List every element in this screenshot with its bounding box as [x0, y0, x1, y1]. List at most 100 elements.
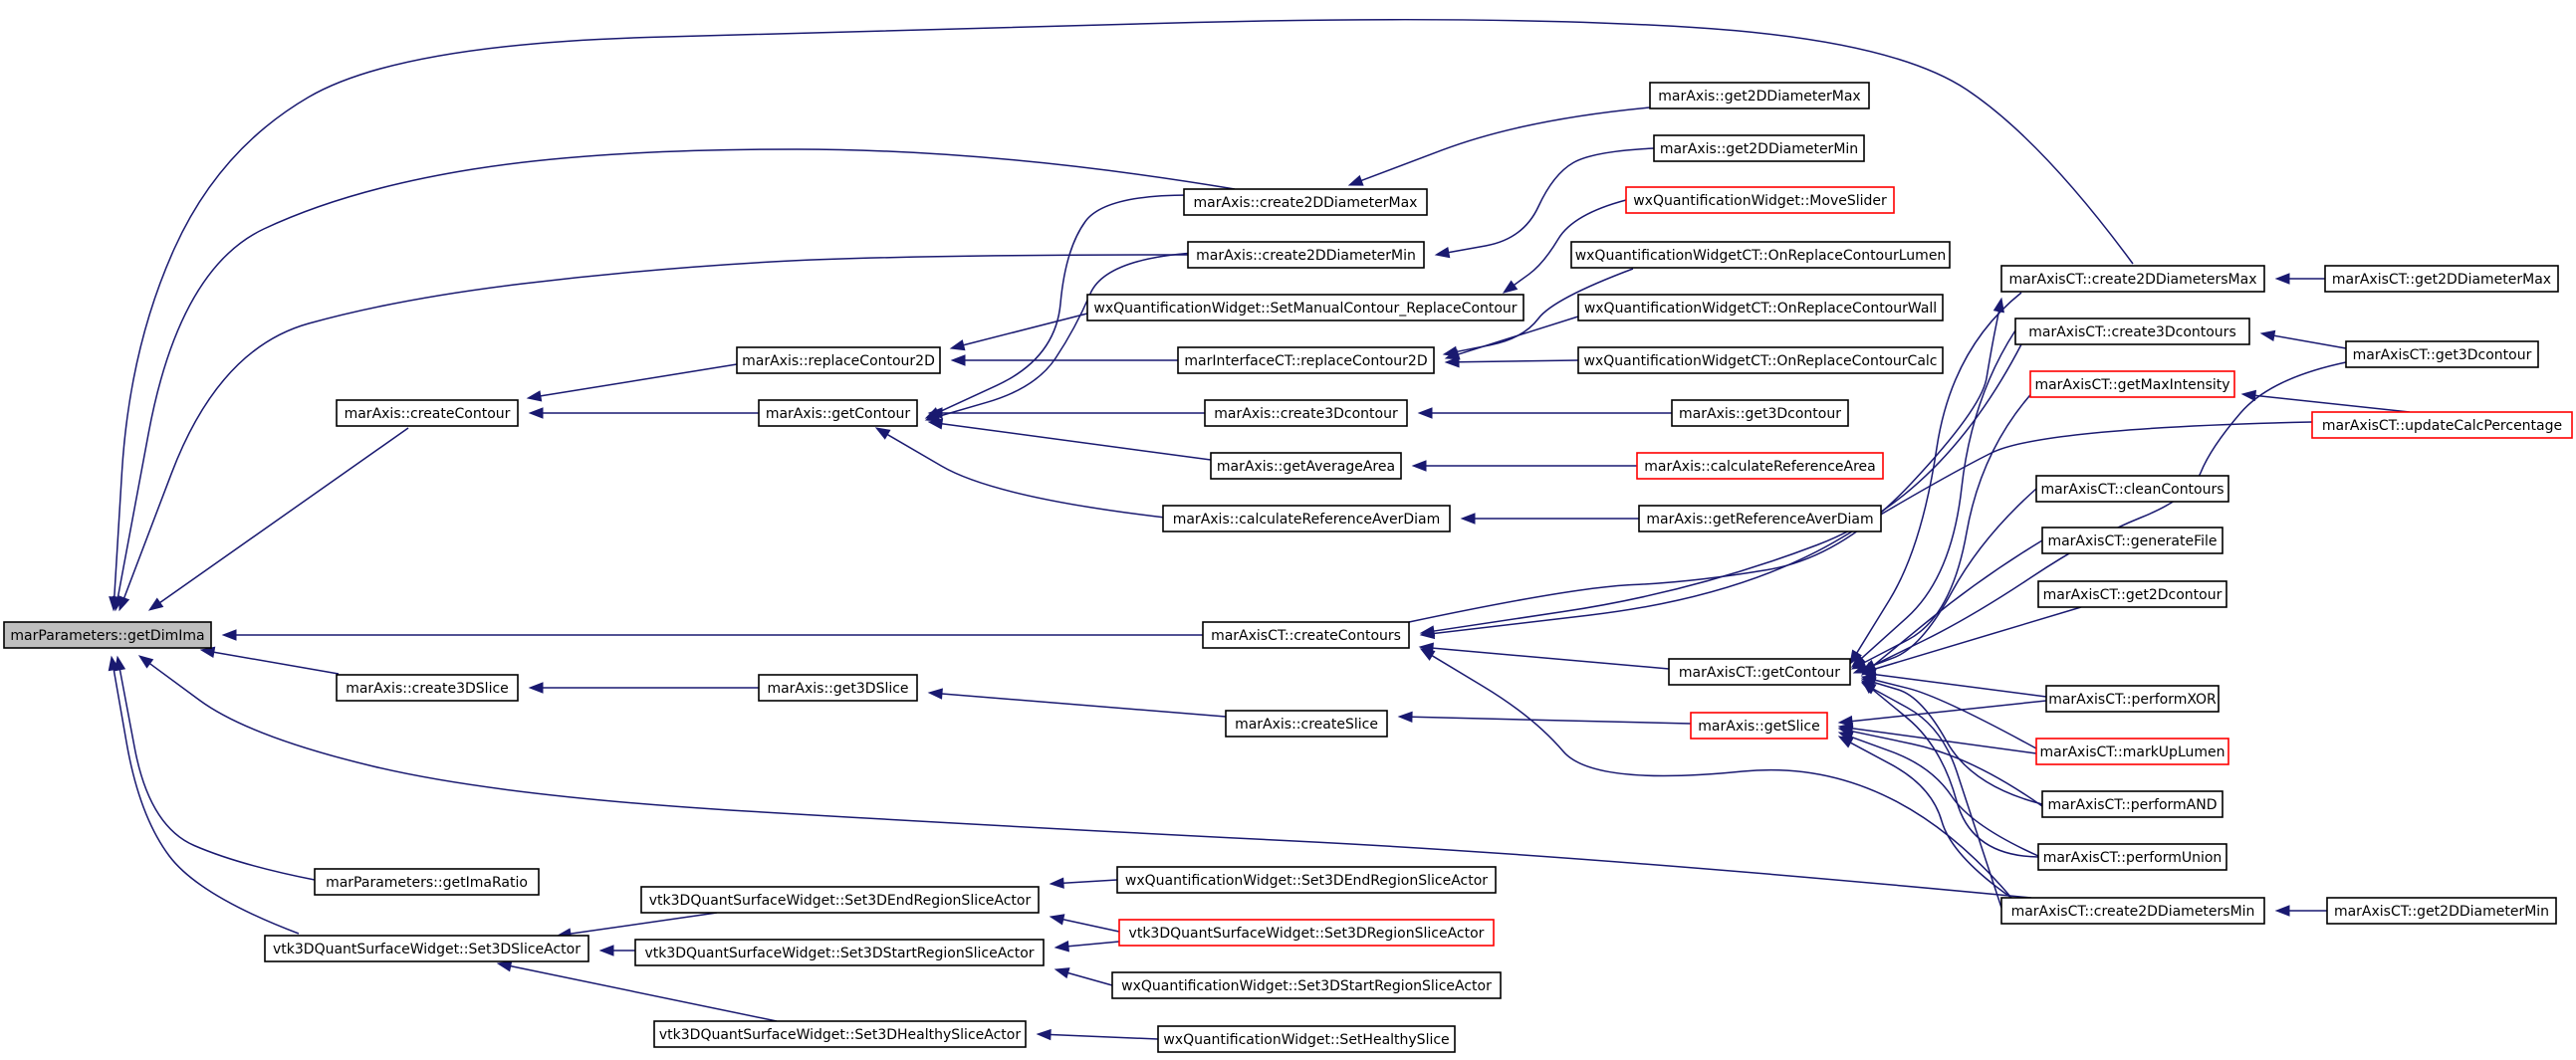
node-ctGet2Dcontour[interactable]: marAxisCT::get2Dcontour: [2037, 580, 2227, 608]
edge-line: [1062, 879, 1118, 884]
node-create3Dcontour[interactable]: marAxis::create3Dcontour: [1204, 399, 1408, 427]
node-label: wxQuantificationWidgetCT::OnReplaceConto…: [1583, 353, 1937, 369]
call-edge-ctCreate2DMin-to-axisCTcreateContours: [1419, 648, 2012, 899]
node-ctPerformUnion[interactable]: marAxisCT::performUnion: [2037, 843, 2227, 871]
node-setManualContour[interactable]: wxQuantificationWidget::SetManualContour…: [1086, 294, 1524, 321]
node-ctGetMaxIntensity[interactable]: marAxisCT::getMaxIntensity: [2029, 370, 2235, 398]
node-label: marAxis::createSlice: [1235, 717, 1378, 733]
node-getSlice[interactable]: marAxis::getSlice: [1690, 712, 1828, 740]
node-set3DHealthy[interactable]: vtk3DQuantSurfaceWidget::Set3DHealthySli…: [653, 1020, 1027, 1048]
node-axisCTgetContour[interactable]: marAxisCT::getContour: [1668, 658, 1851, 686]
node-create2DDiameterMax[interactable]: marAxis::create2DDiameterMax: [1183, 188, 1428, 216]
node-moveSlider[interactable]: wxQuantificationWidget::MoveSlider: [1625, 186, 1895, 214]
call-edge-create2DDiameterMin-to-getContour: [924, 252, 1196, 422]
arrowhead: [2240, 389, 2257, 402]
node-ctGet2DMax[interactable]: marAxisCT::get2DDiameterMax: [2324, 265, 2559, 293]
edge-line: [1432, 647, 1670, 670]
node-get3DSlice[interactable]: marAxis::get3DSlice: [758, 674, 918, 702]
node-axisCTcreateContours[interactable]: marAxisCT::createContours: [1202, 621, 1410, 649]
node-createSlice[interactable]: marAxis::createSlice: [1225, 710, 1388, 738]
edge-line: [1856, 292, 2022, 654]
node-box: [2029, 370, 2235, 398]
arrowhead: [1860, 682, 1877, 695]
node-ctCreate3Dcontours[interactable]: marAxisCT::create3Dcontours: [2014, 318, 2250, 345]
node-getAverageArea[interactable]: marAxis::getAverageArea: [1210, 452, 1402, 480]
node-ctCleanContours[interactable]: marAxisCT::cleanContours: [2035, 475, 2229, 503]
node-ctPerformAND[interactable]: marAxisCT::performAND: [2041, 790, 2224, 818]
call-edge-set3DHealthy-to-set3DSliceActor: [496, 960, 778, 1022]
call-edge-moveSlider-to-setManualContour: [1502, 199, 1627, 294]
node-calcRefArea[interactable]: marAxis::calculateReferenceArea: [1636, 452, 1884, 480]
node-create3DSlice[interactable]: marAxis::create3DSlice: [336, 674, 519, 702]
node-wxSet3DStart[interactable]: wxQuantificationWidget::Set3DStartRegion…: [1111, 971, 1502, 999]
call-edge-onReplaceWall-to-marInterfaceReplace: [1444, 316, 1579, 360]
node-label: marAxis::getReferenceAverDiam: [1646, 512, 1873, 528]
edge-line: [1067, 971, 1113, 986]
node-wxSetHealthy[interactable]: wxQuantificationWidget::SetHealthySlice: [1157, 1025, 1456, 1053]
arrowhead: [874, 427, 891, 440]
node-set3DSliceActor[interactable]: vtk3DQuantSurfaceWidget::Set3DSliceActor: [264, 935, 589, 962]
node-box: [336, 674, 519, 702]
node-wxSet3DEnd[interactable]: wxQuantificationWidget::Set3DEndRegionSl…: [1116, 866, 1497, 894]
node-ctCreate2DMax[interactable]: marAxisCT::create2DDiametersMax: [2000, 265, 2265, 293]
call-edge-onReplaceCalc-to-marInterfaceReplace: [1444, 356, 1579, 368]
node-box: [1668, 658, 1851, 686]
node-get3Dcontour[interactable]: marAxis::get3Dcontour: [1671, 399, 1849, 427]
node-create2DDiameterMin[interactable]: marAxis::create2DDiameterMin: [1187, 241, 1425, 269]
node-onReplaceLumen[interactable]: wxQuantificationWidgetCT::OnReplaceConto…: [1570, 241, 1951, 269]
node-box: [1157, 1025, 1456, 1053]
node-ctPerformXOR[interactable]: marAxisCT::performXOR: [2045, 685, 2220, 713]
edge-line: [1433, 343, 2022, 632]
node-ctUpdateCalc[interactable]: marAxisCT::updateCalcPercentage: [2311, 411, 2573, 439]
node-getContour[interactable]: marAxis::getContour: [758, 399, 918, 427]
node-label: marAxis::create3Dcontour: [1214, 406, 1398, 422]
node-box: [1577, 346, 1944, 374]
node-root[interactable]: marParameters::getDimIma: [3, 621, 212, 649]
node-calcRefAverDiam[interactable]: marAxis::calculateReferenceAverDiam: [1162, 505, 1451, 532]
call-edge-getRefAverDiam-to-calcRefAverDiam: [1460, 513, 1639, 525]
call-edge-marInterfaceReplace-to-replaceContour2D: [950, 354, 1178, 366]
node-label: marAxisCT::createContours: [1211, 628, 1401, 644]
node-get2DDiameterMin[interactable]: marAxis::get2DDiameterMin: [1653, 134, 1865, 162]
node-box: [264, 935, 589, 962]
node-box: [1210, 452, 1402, 480]
node-box: [758, 399, 918, 427]
node-marInterfaceReplace[interactable]: marInterfaceCT::replaceContour2D: [1177, 346, 1435, 374]
node-ctMarkUpLumen[interactable]: marAxisCT::markUpLumen: [2035, 738, 2229, 765]
edge-line: [1514, 199, 1627, 286]
arrowhead: [1444, 348, 1461, 360]
edge-line: [938, 252, 1196, 418]
edge-line: [114, 18, 2134, 598]
node-getRefAverDiam[interactable]: marAxis::getReferenceAverDiam: [1638, 505, 1882, 532]
node-set3DEndRegion[interactable]: vtk3DQuantSurfaceWidget::Set3DEndRegionS…: [640, 886, 1040, 914]
edge-line: [1850, 742, 2012, 899]
node-box: [1649, 82, 1870, 109]
node-ctGenerateFile[interactable]: marAxisCT::generateFile: [2041, 527, 2224, 554]
node-box: [1116, 866, 1497, 894]
node-getImaRatio[interactable]: marParameters::getImaRatio: [314, 868, 540, 896]
node-label: wxQuantificationWidget::Set3DEndRegionSl…: [1125, 873, 1488, 889]
node-onReplaceCalc[interactable]: wxQuantificationWidgetCT::OnReplaceConto…: [1577, 346, 1944, 374]
node-createContour[interactable]: marAxis::createContour: [336, 399, 519, 427]
node-label: marParameters::getDimIma: [10, 628, 204, 644]
edge-line: [1456, 268, 1634, 353]
arrowhead: [1054, 941, 1069, 953]
node-ctCreate2DMin[interactable]: marAxisCT::create2DDiametersMin: [2000, 897, 2265, 925]
node-onReplaceWall[interactable]: wxQuantificationWidgetCT::OnReplaceConto…: [1577, 294, 1944, 321]
edge-line: [1874, 606, 2082, 670]
node-wxSet3DRegion[interactable]: vtk3DQuantSurfaceWidget::Set3DRegionSlic…: [1118, 919, 1495, 947]
node-ctGet3Dcontour[interactable]: marAxisCT::get3Dcontour: [2345, 340, 2539, 368]
arrowhead: [137, 655, 154, 669]
node-replaceContour2D[interactable]: marAxis::replaceContour2D: [736, 346, 941, 374]
node-get2DDiameterMax[interactable]: marAxis::get2DDiameterMax: [1649, 82, 1870, 109]
node-set3DStartRegion[interactable]: vtk3DQuantSurfaceWidget::Set3DStartRegio…: [634, 939, 1045, 966]
node-label: marAxis::createContour: [345, 406, 511, 422]
call-edge-get3Dcontour-to-create3Dcontour: [1417, 407, 1672, 419]
node-ctGet2DMin[interactable]: marAxisCT::get2DDiameterMin: [2326, 897, 2557, 925]
edge-line: [540, 363, 738, 397]
call-edge-ctCreate2DMin-to-root: [137, 655, 2032, 899]
node-label: marAxis::calculateReferenceAverDiam: [1173, 512, 1441, 528]
node-box: [2000, 265, 2265, 293]
node-label: marAxisCT::markUpLumen: [2039, 744, 2225, 760]
arrowhead: [2274, 273, 2290, 285]
